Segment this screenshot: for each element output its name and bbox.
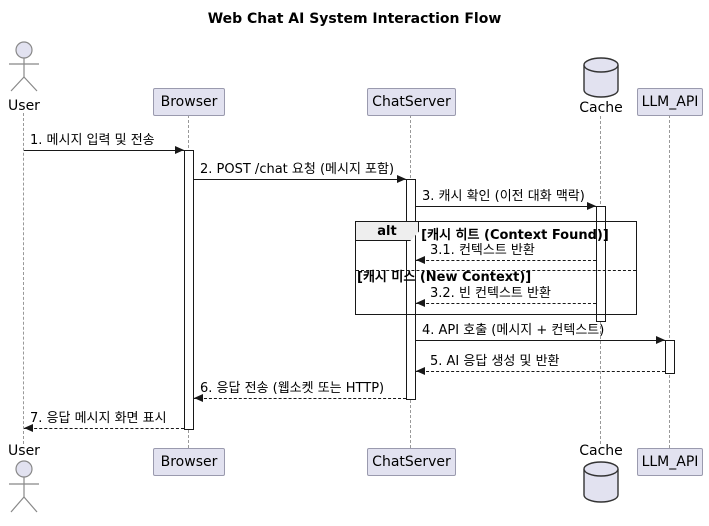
- diagram-title: Web Chat AI System Interaction Flow: [207, 11, 502, 27]
- participant-chatserver-bottom: ChatServer: [367, 448, 456, 476]
- actor-user-bottom: [6, 459, 42, 515]
- user-actor-icon: [9, 460, 39, 513]
- message-6-arrowhead: [194, 394, 203, 402]
- message-7-label: 7. 응답 메시지 화면 표시: [30, 411, 167, 426]
- alt-operator-label: alt: [377, 223, 397, 239]
- message-3-1-arrowhead: [416, 256, 425, 264]
- participant-user-bottom-label: User: [8, 443, 40, 459]
- message-3-arrowhead: [587, 202, 596, 210]
- message-2-line: [194, 179, 406, 180]
- participant-browser-top-label: Browser: [160, 94, 218, 110]
- message-5-label: 5. AI 응답 생성 및 반환: [430, 354, 560, 369]
- activation-chatserver: [406, 179, 416, 400]
- message-3-label: 3. 캐시 확인 (이전 대화 맥락): [422, 189, 585, 204]
- message-1-line: [24, 150, 184, 151]
- message-2-label: 2. POST /chat 요청 (메시지 포함): [200, 162, 395, 177]
- activation-llmapi: [665, 340, 675, 374]
- alt-condition-2: [캐시 미스 (New Context)]: [357, 270, 532, 285]
- database-cache-bottom: [581, 459, 621, 505]
- message-6-label: 6. 응답 전송 (웹소켓 또는 HTTP): [200, 381, 385, 396]
- message-1-arrowhead: [175, 146, 184, 154]
- participant-cache-top-label: Cache: [579, 100, 623, 116]
- participant-browser-top: Browser: [153, 88, 225, 116]
- message-4-label: 4. API 호출 (메시지 + 컨텍스트): [422, 323, 605, 338]
- message-1-label: 1. 메시지 입력 및 전송: [30, 133, 155, 148]
- message-7-line: [24, 428, 184, 429]
- user-actor-icon: [9, 41, 39, 92]
- participant-llmapi-bottom-label: LLM_API: [641, 454, 699, 470]
- message-3-1-label: 3.1. 컨텍스트 반환: [430, 243, 535, 258]
- message-4-arrowhead: [656, 336, 665, 344]
- message-3-line: [416, 206, 596, 207]
- alt-condition-1: [캐시 히트 (Context Found)]: [421, 228, 609, 243]
- participant-chatserver-top: ChatServer: [367, 88, 456, 116]
- message-3-1-line: [416, 260, 596, 261]
- message-2-arrowhead: [397, 175, 406, 183]
- message-3-2-label: 3.2. 빈 컨텍스트 반환: [430, 286, 551, 301]
- alt-divider: [356, 270, 636, 271]
- activation-browser: [184, 150, 194, 430]
- participant-llmapi-top-label: LLM_API: [641, 94, 699, 110]
- database-cylinder-icon: [583, 461, 619, 503]
- lifeline-user: [23, 113, 24, 444]
- participant-llmapi-top: LLM_API: [637, 88, 703, 116]
- database-cache-top: [581, 55, 621, 99]
- participant-cache-bottom-label: Cache: [579, 443, 623, 459]
- message-5-line: [416, 371, 665, 372]
- message-7-arrowhead: [24, 424, 33, 432]
- alt-fragment: alt [캐시 히트 (Context Found)] [캐시 미스 (New …: [355, 221, 637, 315]
- message-3-2-arrowhead: [416, 299, 425, 307]
- database-cylinder-icon: [583, 57, 619, 98]
- actor-user-top: [6, 40, 42, 94]
- participant-chatserver-bottom-label: ChatServer: [372, 454, 451, 470]
- participant-chatserver-top-label: ChatServer: [372, 94, 451, 110]
- participant-llmapi-bottom: LLM_API: [637, 448, 703, 476]
- message-4-line: [416, 340, 665, 341]
- participant-browser-bottom: Browser: [153, 448, 225, 476]
- message-6-line: [194, 398, 406, 399]
- message-3-2-line: [416, 303, 596, 304]
- activation-cache: [596, 206, 606, 322]
- lifeline-llmapi: [669, 115, 670, 448]
- participant-user-top-label: User: [8, 98, 40, 114]
- alt-operator: alt: [356, 222, 419, 241]
- participant-browser-bottom-label: Browser: [160, 454, 218, 470]
- message-5-arrowhead: [416, 367, 425, 375]
